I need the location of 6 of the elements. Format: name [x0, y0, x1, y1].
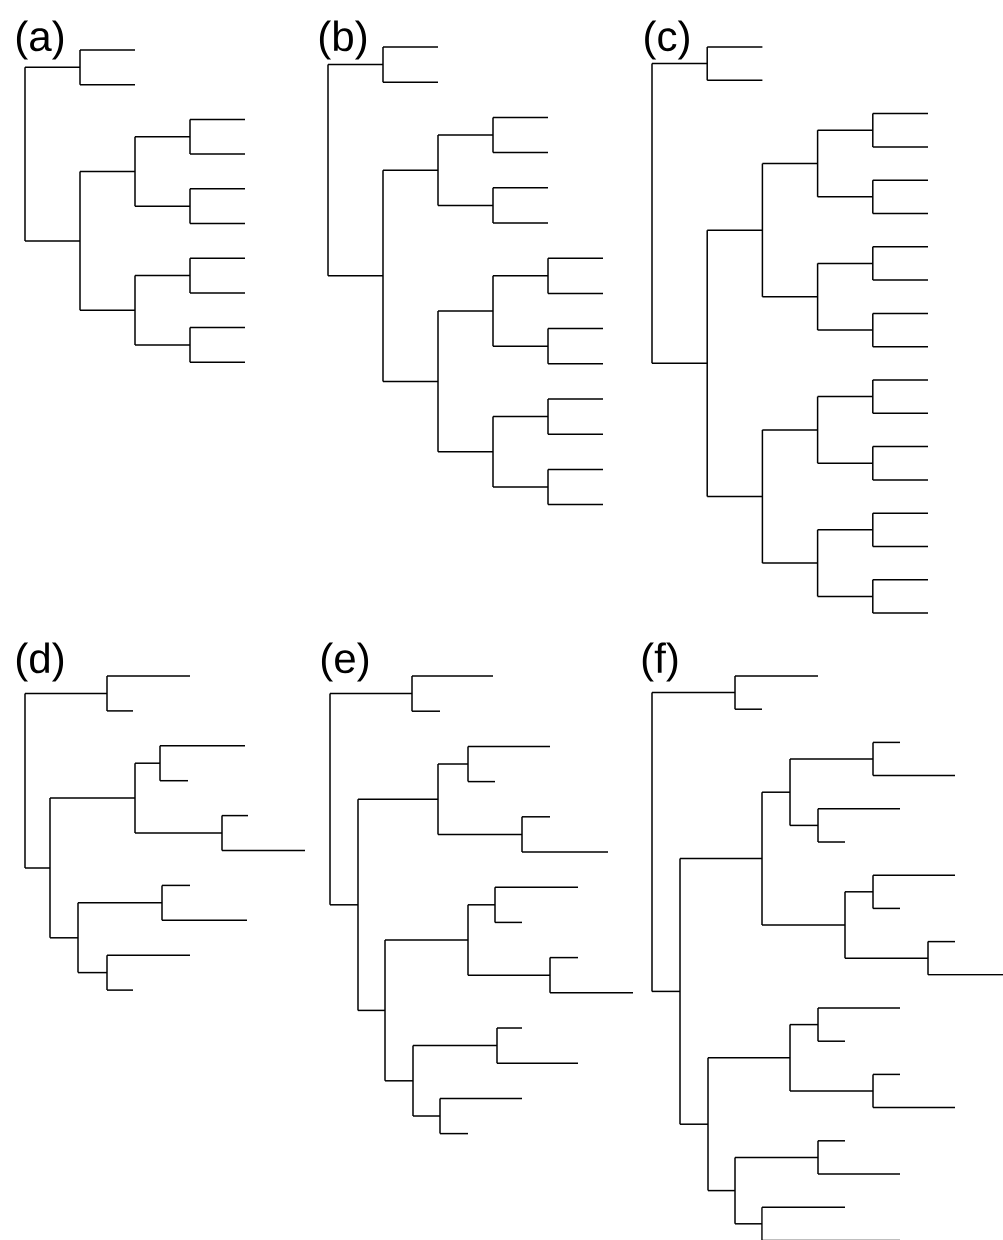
panel-label: (f) [642, 642, 678, 682]
panel-label: (a) [16, 20, 64, 60]
panel-label: (e) [321, 642, 369, 682]
panel-label: (b) [319, 20, 367, 60]
panel-label: (d) [16, 642, 64, 682]
panel-label: (c) [645, 20, 689, 60]
